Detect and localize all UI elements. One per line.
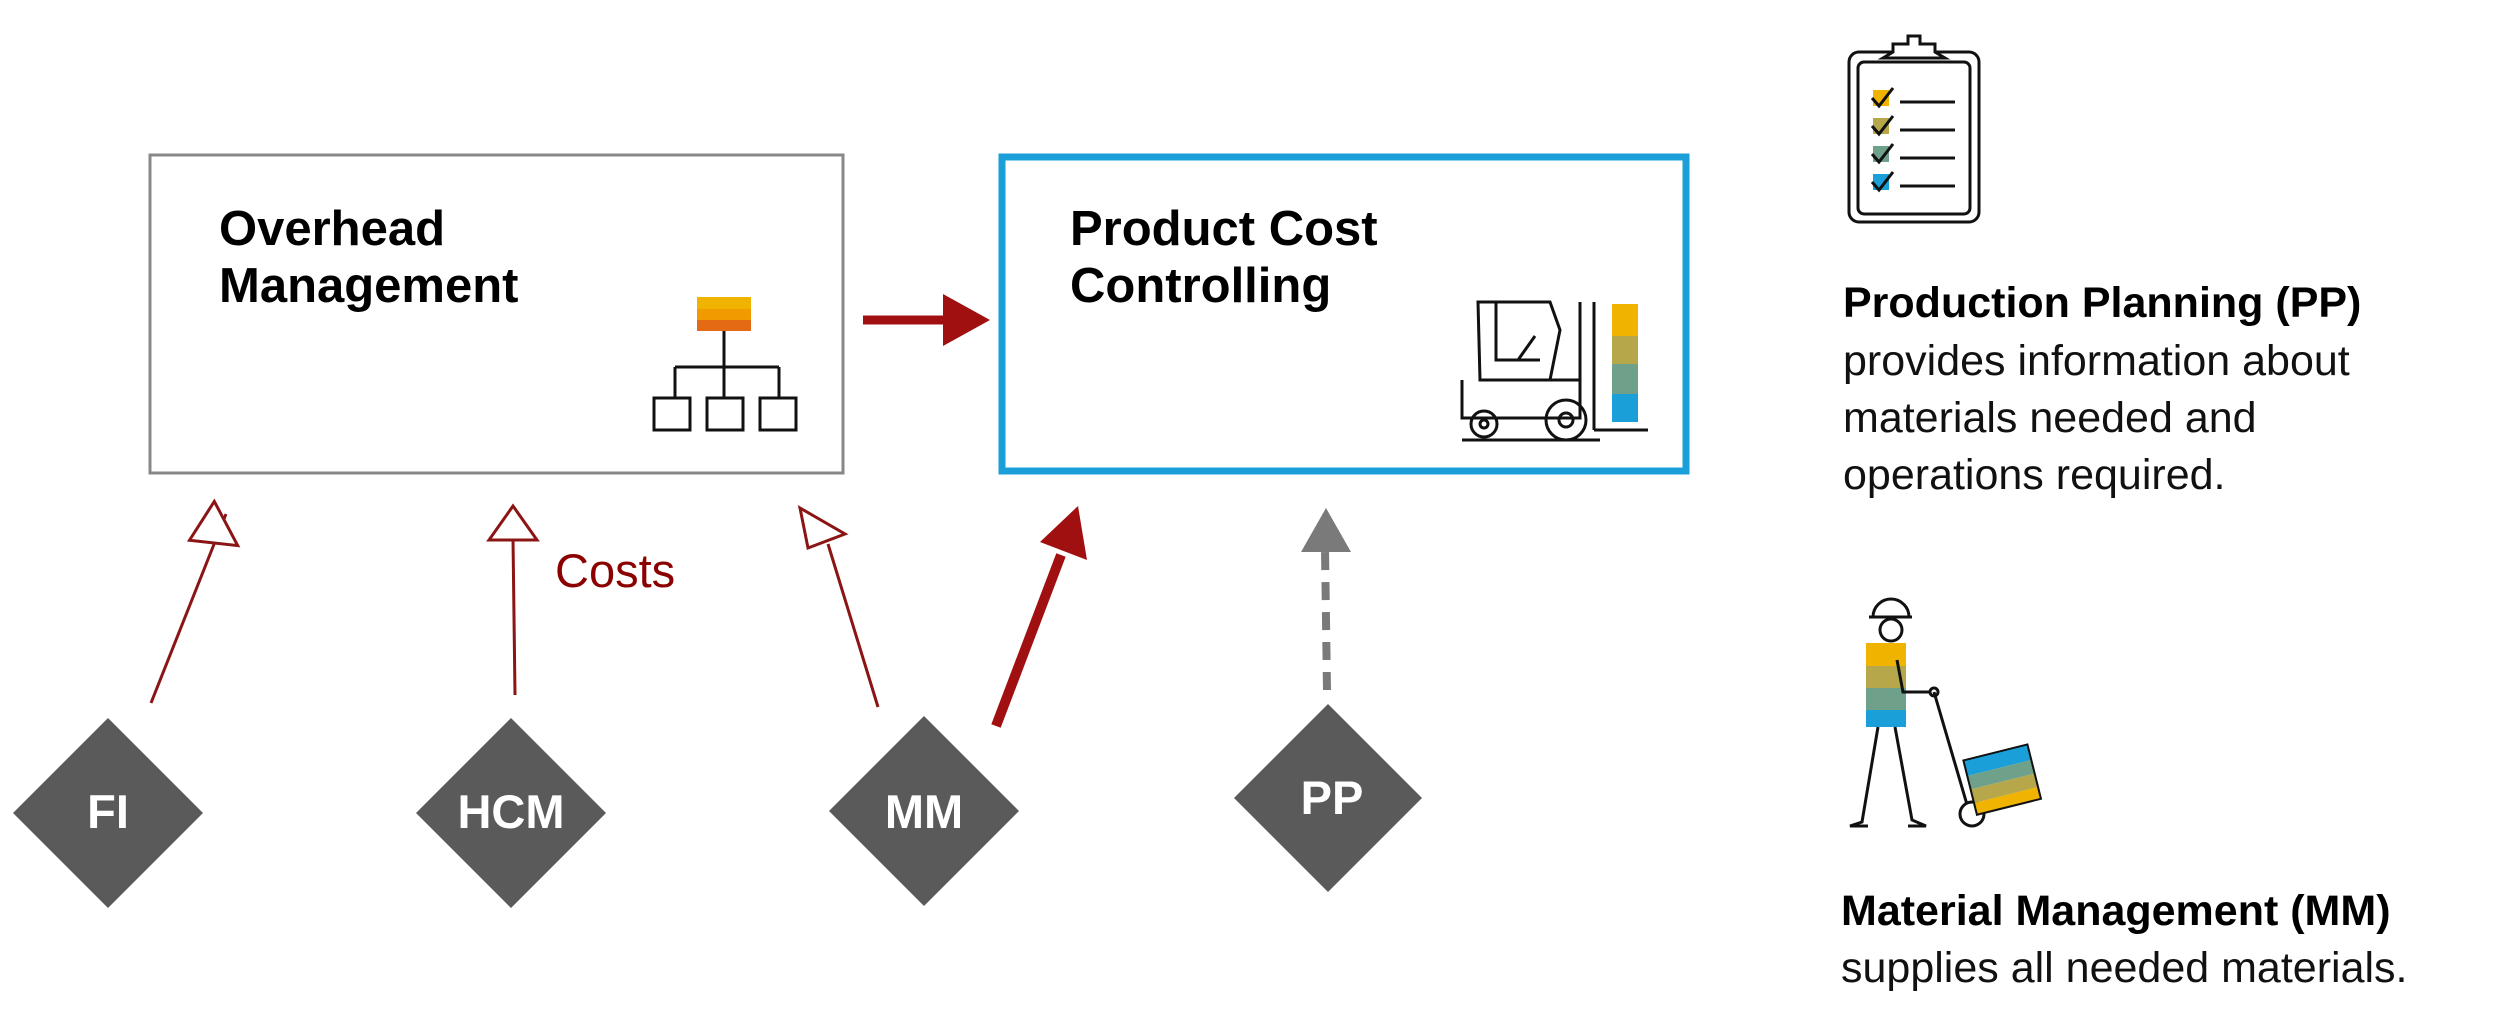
product-cost-title-line2: Controlling <box>1070 259 1331 313</box>
flow-arrow-mm-to-product-cost <box>991 506 1087 728</box>
mm-heading: Material Management (MM) <box>1841 887 2391 935</box>
pp-heading: Production Planning (PP) <box>1843 279 2362 327</box>
flow-arrow-overhead-to-product-cost <box>863 294 990 346</box>
pp-desc-line3: operations required. <box>1843 451 2226 499</box>
info-arrow-pp-to-product-cost <box>1301 508 1351 691</box>
forklift-icon <box>1460 300 1648 442</box>
org-chart-icon <box>652 297 798 432</box>
node-hcm-label: HCM <box>457 785 564 838</box>
overhead-management-box: Overhead Management <box>148 153 845 475</box>
node-fi-label: FI <box>87 785 129 838</box>
worker-hand-truck-icon <box>1849 597 2043 828</box>
node-pp: PP <box>1234 704 1422 892</box>
cost-arrow-mm-to-overhead <box>797 505 880 708</box>
cost-arrow-hcm <box>486 503 540 696</box>
overhead-title-line2: Management <box>219 259 519 313</box>
pp-desc-line1: provides information about <box>1843 337 2350 385</box>
cost-arrow-fi <box>149 498 241 704</box>
checklist-clipboard-icon <box>1847 34 1981 224</box>
pp-desc-line2: materials needed and <box>1843 394 2257 442</box>
forklift-load-bar <box>1612 304 1638 422</box>
overhead-title-line1: Overhead <box>219 202 445 256</box>
costs-label: Costs <box>555 544 675 597</box>
node-fi: FI <box>13 718 203 908</box>
product-cost-controlling-box: Product Cost Controlling <box>998 153 1690 475</box>
node-mm: MM <box>829 716 1019 906</box>
node-mm-label: MM <box>885 785 963 838</box>
mm-desc-line1: supplies all needed materials. <box>1841 944 2408 992</box>
product-cost-title-line1: Product Cost <box>1070 202 1378 256</box>
node-pp-label: PP <box>1301 771 1364 824</box>
node-hcm: HCM <box>416 718 606 908</box>
